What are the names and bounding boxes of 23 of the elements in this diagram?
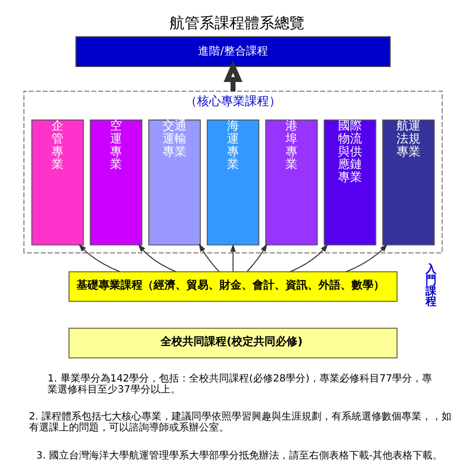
node-box: 港埠專業 (265, 120, 318, 246)
node-box: 交通運輸專業 (148, 120, 201, 246)
arrow (78, 244, 120, 272)
node-box: 國際物流與供應鏈專業 (324, 120, 376, 246)
diagram-title: 航管系課程體系總覽 (170, 14, 304, 32)
node-box: 進階/整合課程 (75, 36, 391, 68)
node-box: 空運專業 (90, 120, 142, 246)
label: 入門課程 (425, 262, 436, 308)
arrow (230, 244, 236, 272)
arrow (198, 244, 220, 272)
arrow (138, 244, 176, 272)
node-box: 企管專業 (31, 120, 84, 246)
arrow (224, 60, 242, 92)
node-box: 海運專業 (206, 120, 260, 246)
arrow (346, 244, 388, 272)
node-box: 基礎專業課程（經濟、貿易、財金、會計、資訊、外語、數學） (68, 271, 398, 302)
label: 2. 課程體系包括七大核心專業，建議同學依照學習興趣與生涯規劃，有系統選修數個專業，，如有選課上的問題，可以諮詢導師或系辦公室。 (28, 411, 452, 434)
label: 1. 畢業學分為142學分，包括：全校共同課程(必修28學分)，專業必修科目77學分，專業選修科目至少37學分以上。 (48, 374, 432, 396)
arrow (290, 244, 328, 272)
arrow (246, 244, 268, 272)
node-box: 航運法規專業 (382, 120, 435, 246)
label: 3. 國立台灣海洋大學航運管理學系大學部學分抵免辦法，請至右側表格下載-其他表格下載。 (36, 450, 442, 462)
node-box: 全校共同課程(校定共同必修) (68, 328, 398, 358)
